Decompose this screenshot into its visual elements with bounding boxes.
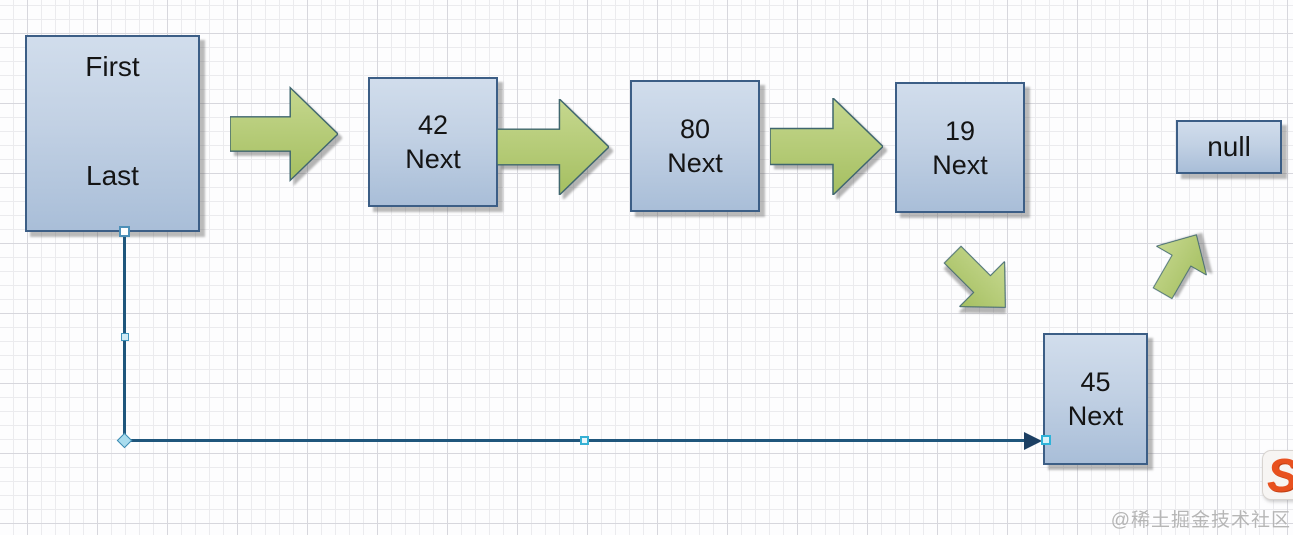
juejin-watermark-logo-icon: S [1262,450,1293,500]
node-pointer-label: Next [932,149,988,180]
node-value: 80 [679,114,711,144]
list-node-42[interactable]: 42 Next [368,77,498,207]
last-pointer-label: Last [86,160,139,191]
node-pointer-label: Next [1067,401,1124,431]
next-block-arrow-icon[interactable] [770,98,883,195]
head-node[interactable]: First Last [25,35,200,232]
list-node-80[interactable]: 80 Next [630,80,760,212]
connector-vertex-handle[interactable] [116,432,133,449]
logo-letter: S [1267,451,1293,499]
null-node[interactable]: null [1176,120,1282,174]
node-value: 45 [1080,367,1111,397]
node-pointer-label: Next [405,144,461,174]
list-node-19[interactable]: 19 Next [895,82,1025,213]
connector-end-handle[interactable] [1041,435,1051,445]
connector-midpoint-handle[interactable] [121,333,129,341]
next-block-arrow-icon[interactable] [230,85,338,183]
connector-midpoint-handle[interactable] [580,436,589,445]
list-node-45[interactable]: 45 Next [1043,333,1148,465]
next-block-arrow-diagonal-icon[interactable] [922,224,1037,339]
first-pointer-label: First [85,51,140,82]
connector-arrowhead-icon [1024,432,1042,450]
last-pointer-connector-horizontal[interactable] [123,439,1025,442]
next-block-arrow-icon[interactable] [497,99,609,195]
watermark-text: @稀土掘金技术社区 [1110,510,1291,531]
null-label: null [1207,131,1251,162]
next-block-arrow-up-icon[interactable] [1128,204,1231,324]
node-value: 19 [944,115,976,146]
node-pointer-label: Next [667,148,723,178]
node-value: 42 [417,110,449,140]
connector-start-handle[interactable] [119,226,130,237]
